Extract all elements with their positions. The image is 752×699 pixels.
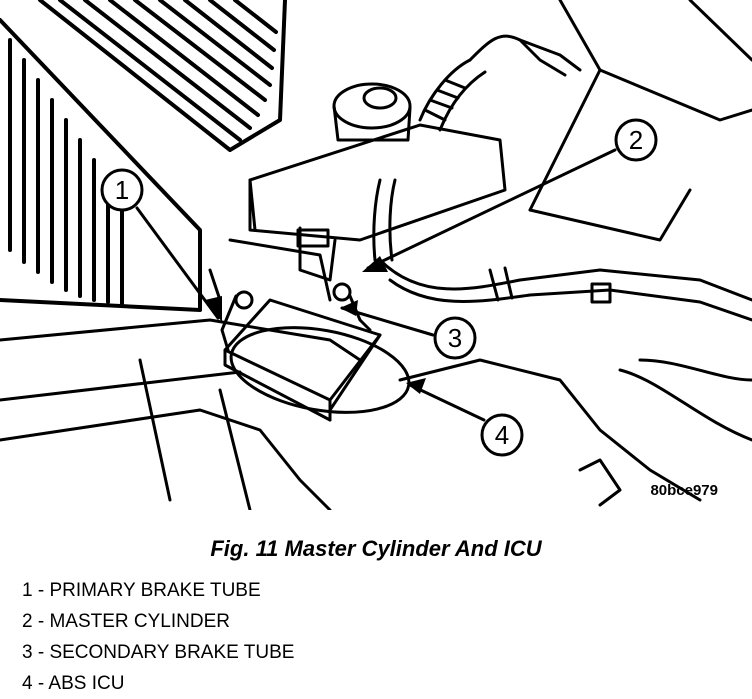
callout-1: 1 bbox=[100, 168, 144, 212]
master-cylinder-body bbox=[228, 82, 507, 302]
arrowhead-2 bbox=[362, 256, 388, 272]
legend-list: 1 - PRIMARY BRAKE TUBE 2 - MASTER CYLIND… bbox=[22, 575, 294, 699]
arrowhead-3 bbox=[340, 300, 358, 316]
leader-line-3 bbox=[340, 306, 435, 337]
figure-caption: Fig. 11 Master Cylinder And ICU bbox=[210, 536, 542, 561]
legend-item: 1 - PRIMARY BRAKE TUBE bbox=[22, 580, 261, 601]
callout-3: 3 bbox=[433, 316, 477, 360]
arrowheads bbox=[205, 256, 426, 394]
callout-2: 2 bbox=[614, 118, 658, 162]
radiator-fins-left bbox=[0, 18, 202, 312]
svg-text:1: 1 bbox=[115, 175, 129, 205]
leader-line-4 bbox=[408, 383, 486, 422]
frame-rail bbox=[0, 318, 362, 510]
engine-bay-illustration: 1 2 3 4 80bce979 bbox=[0, 0, 752, 510]
leader-lines bbox=[135, 148, 617, 422]
leader-line-1 bbox=[135, 206, 220, 320]
svg-text:4: 4 bbox=[495, 420, 509, 450]
arrowhead-4 bbox=[406, 378, 426, 394]
air-duct bbox=[398, 358, 752, 507]
svg-text:3: 3 bbox=[448, 323, 462, 353]
legend-item: 3 - SECONDARY BRAKE TUBE bbox=[22, 642, 295, 663]
vacuum-hose bbox=[418, 34, 582, 132]
abs-icu-module bbox=[223, 298, 411, 422]
leader-line-2 bbox=[366, 148, 617, 270]
legend-item: 4 - ABS ICU bbox=[22, 673, 125, 694]
figure-code: 80bce979 bbox=[650, 482, 718, 499]
callout-4: 4 bbox=[480, 413, 524, 457]
svg-text:2: 2 bbox=[629, 125, 643, 155]
arrowhead-1 bbox=[205, 296, 222, 322]
radiator-fins-top bbox=[38, 0, 287, 152]
wiring-harness bbox=[372, 178, 752, 322]
legend-item: 2 - MASTER CYLINDER bbox=[22, 611, 230, 632]
